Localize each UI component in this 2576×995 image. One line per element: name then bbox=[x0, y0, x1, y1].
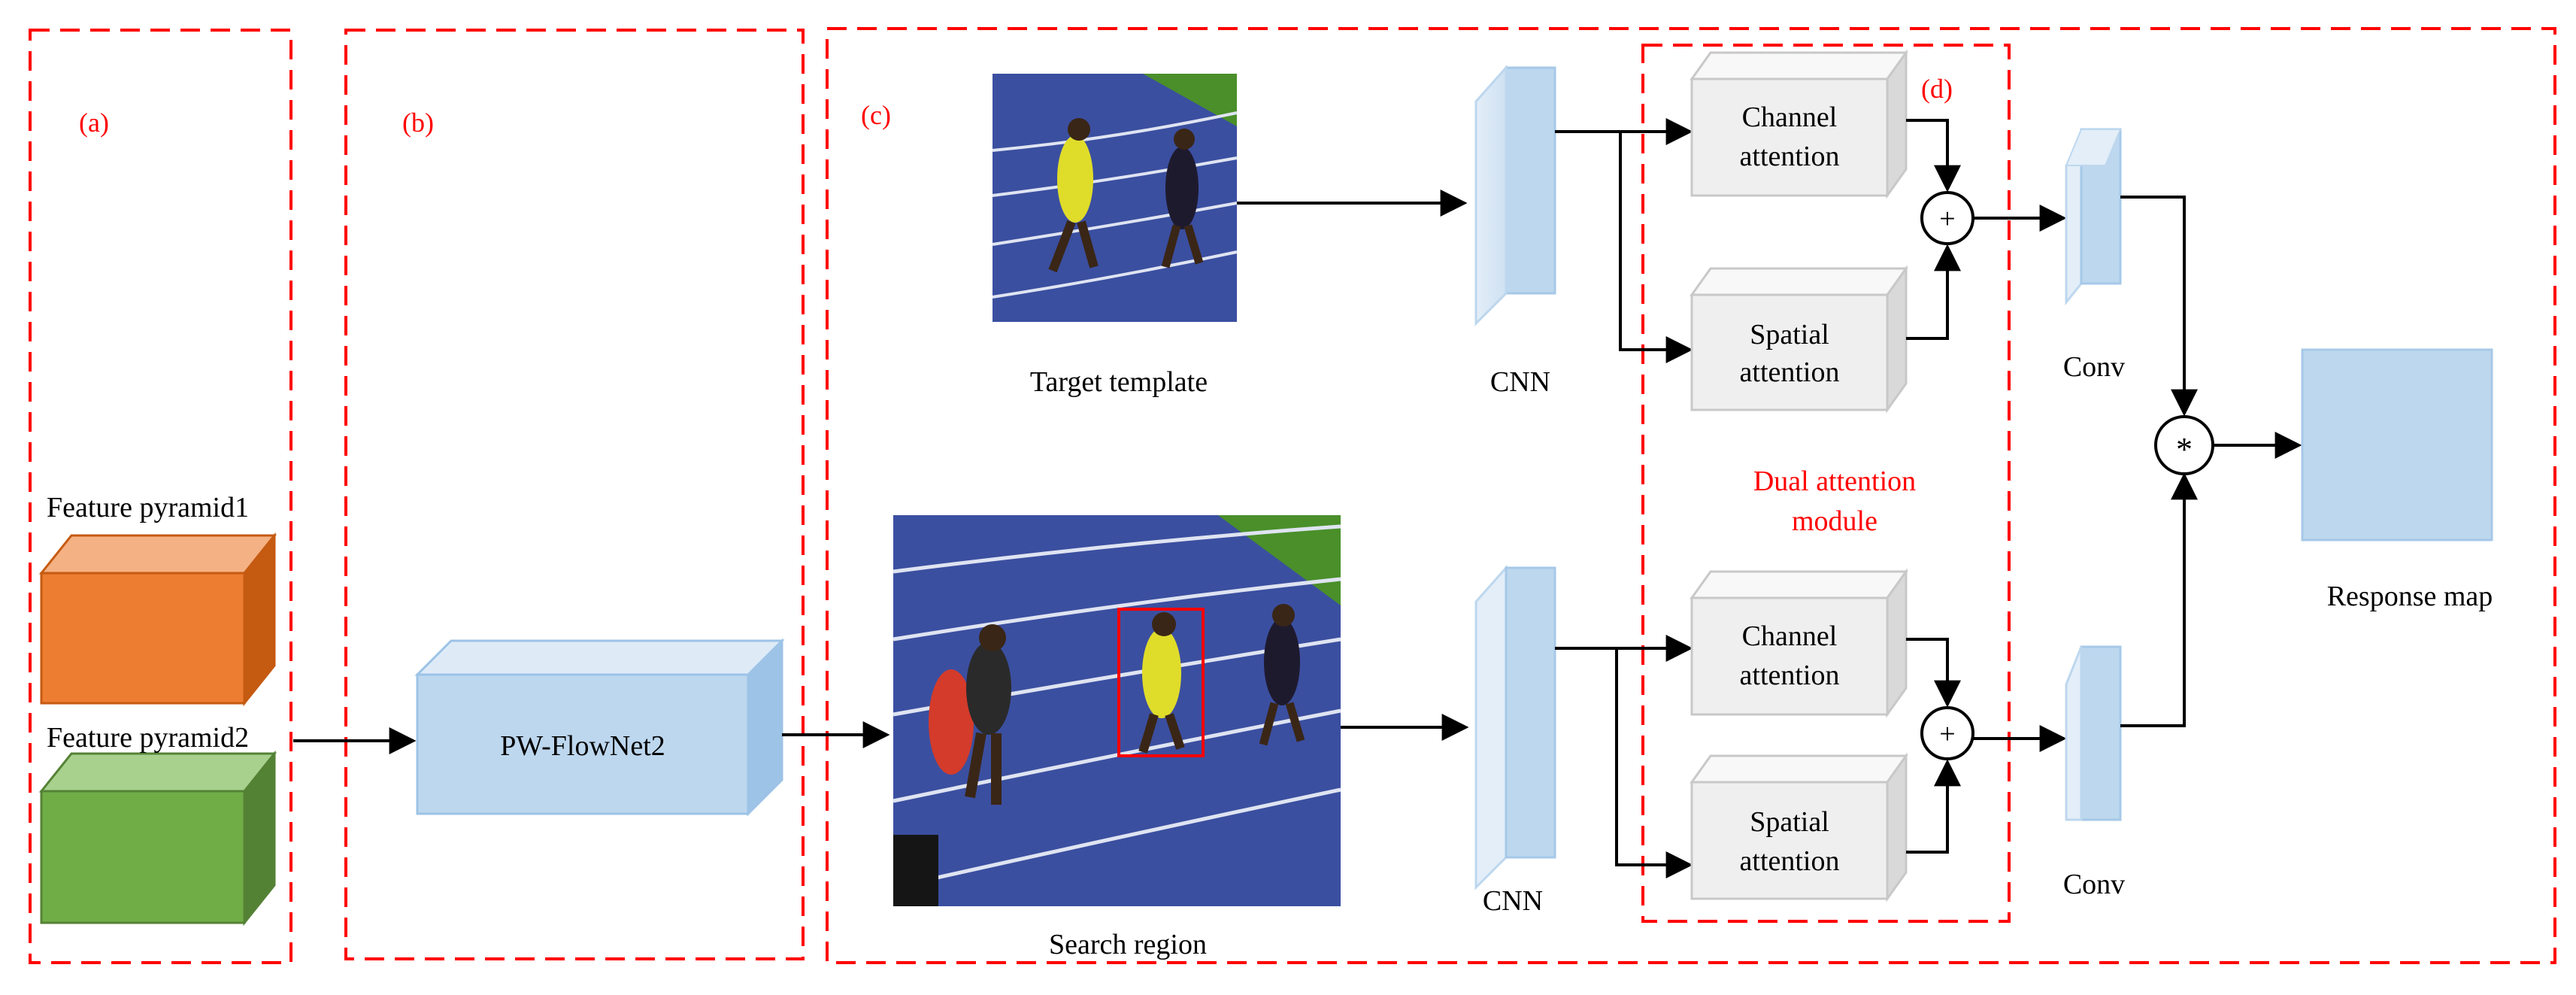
flownet-label: PW-FlowNet2 bbox=[500, 730, 665, 762]
panel-c-border bbox=[826, 27, 2556, 964]
connector-cnn-bottom bbox=[1555, 647, 1693, 878]
channel-attention-top-line1: Channel bbox=[1742, 102, 1838, 133]
spatial-attention-top-line2: attention bbox=[1740, 356, 1840, 388]
sum-symbol-top: + bbox=[1939, 203, 1955, 235]
arrow-spatial-bottom-to-sum bbox=[1906, 759, 1961, 854]
panel-b-border bbox=[344, 29, 805, 960]
conv-bottom-label: Conv bbox=[2063, 869, 2125, 900]
panel-c-tag: (c) bbox=[861, 100, 891, 130]
response-map-block bbox=[2301, 348, 2493, 541]
panel-a-tag: (a) bbox=[79, 108, 109, 138]
search-region-caption: Search region bbox=[1049, 929, 1207, 960]
arrow-channel-top-to-sum bbox=[1906, 119, 1961, 193]
panel-d-tag: (d) bbox=[1921, 74, 1953, 104]
sum-node-bottom bbox=[1920, 706, 1974, 760]
dual-attention-label-line1: Dual attention bbox=[1753, 466, 1916, 497]
spatial-attention-bottom-line1: Spatial bbox=[1750, 806, 1829, 838]
sum-symbol-bottom: + bbox=[1939, 718, 1955, 750]
arrow-conv-bottom-to-corr bbox=[2120, 472, 2198, 727]
flownet-block bbox=[414, 638, 785, 817]
panel-b-tag: (b) bbox=[402, 108, 434, 138]
search-region-image bbox=[893, 515, 1341, 906]
response-map-label: Response map bbox=[2327, 581, 2493, 612]
cnn-top-label: CNN bbox=[1490, 366, 1550, 398]
spatial-attention-top bbox=[1690, 265, 1908, 414]
dual-attention-label-line2: module bbox=[1792, 505, 1877, 537]
target-template-image bbox=[992, 74, 1238, 322]
arrow-channel-bottom-to-sum bbox=[1906, 638, 1961, 708]
target-template-caption: Target template bbox=[1030, 366, 1208, 398]
spatial-attention-bottom bbox=[1690, 752, 1908, 902]
cnn-top-block bbox=[1474, 65, 1556, 326]
connector-cnn-top bbox=[1555, 130, 1693, 363]
feature-pyramid1-label: Feature pyramid1 bbox=[47, 492, 249, 523]
channel-attention-bottom-line1: Channel bbox=[1742, 620, 1838, 652]
spatial-attention-bottom-line2: attention bbox=[1740, 845, 1840, 877]
channel-attention-bottom-line2: attention bbox=[1740, 660, 1840, 691]
channel-attention-bottom bbox=[1690, 568, 1908, 718]
channel-attention-top bbox=[1690, 49, 1908, 199]
feature-pyramid2-block bbox=[38, 750, 277, 927]
conv-top-block bbox=[2065, 128, 2122, 306]
correlation-symbol: * bbox=[2176, 431, 2193, 468]
cnn-bottom-label: CNN bbox=[1483, 885, 1543, 917]
arrow-spatial-top-to-sum bbox=[1906, 244, 1961, 340]
conv-top-label: Conv bbox=[2063, 351, 2125, 383]
conv-bottom-block bbox=[2065, 645, 2122, 821]
panel-a-border bbox=[29, 29, 292, 964]
spatial-attention-top-line1: Spatial bbox=[1750, 319, 1829, 350]
feature-pyramid1-block bbox=[38, 532, 277, 707]
channel-attention-top-line2: attention bbox=[1740, 141, 1840, 172]
arrow-conv-top-to-corr bbox=[2120, 196, 2198, 417]
panel-d-border bbox=[1641, 44, 2011, 923]
cnn-bottom-block bbox=[1474, 565, 1556, 890]
feature-pyramid2-label: Feature pyramid2 bbox=[47, 722, 249, 754]
